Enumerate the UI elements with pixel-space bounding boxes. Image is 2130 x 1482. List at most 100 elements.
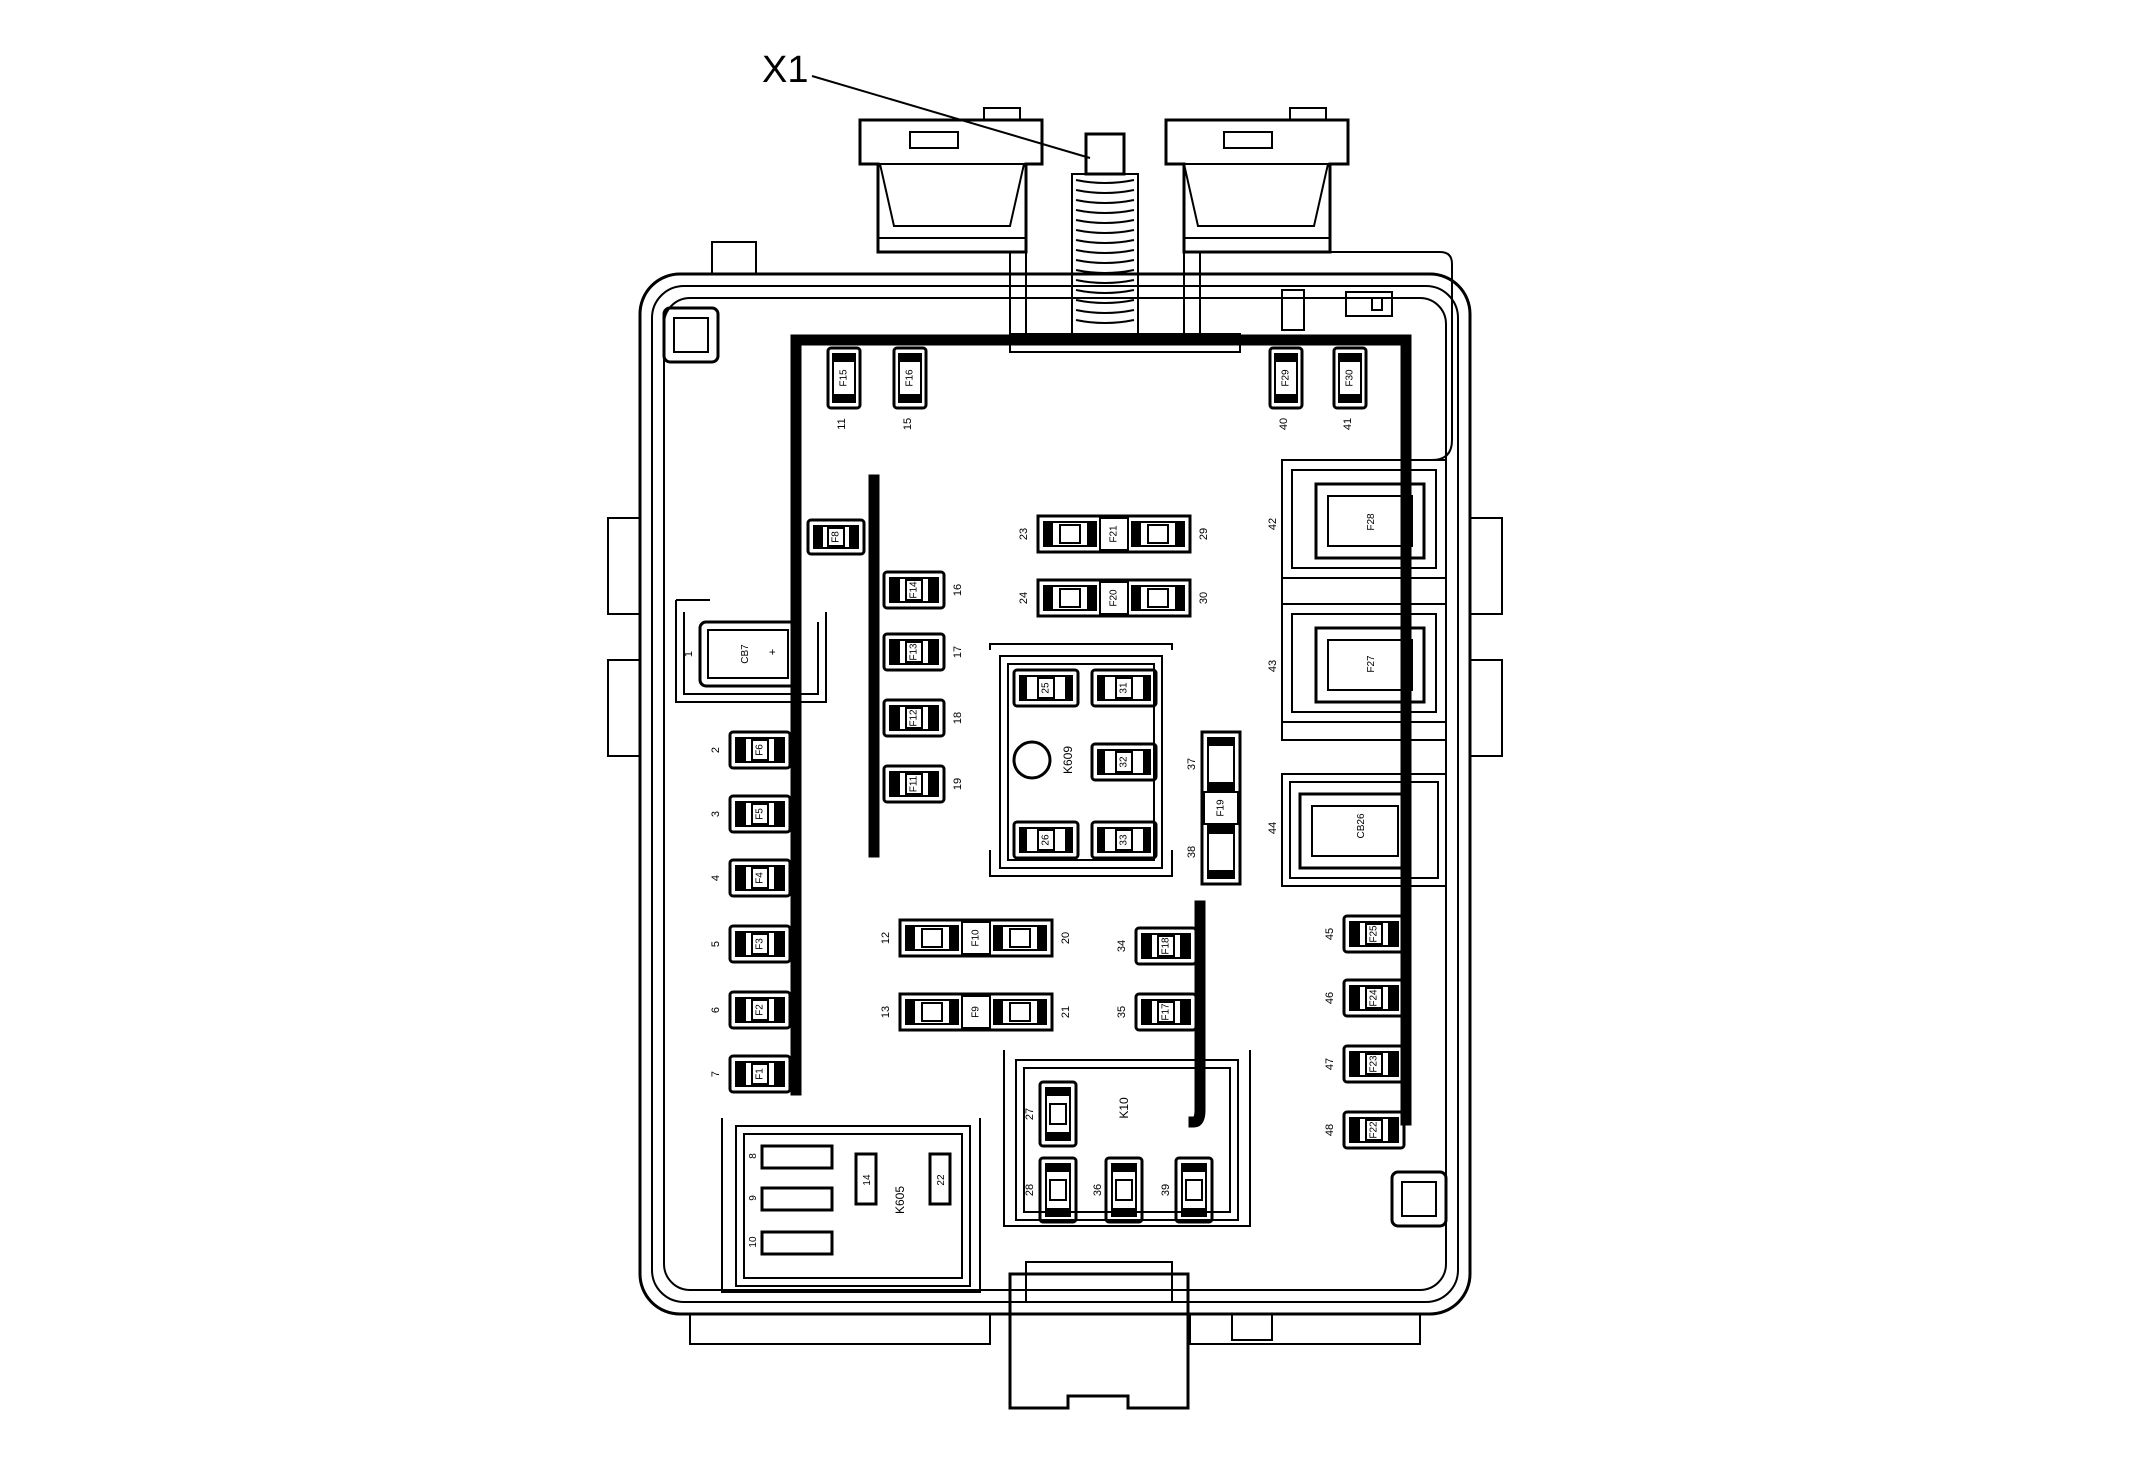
f21-pin-left: 23 — [1018, 528, 1030, 540]
f27-label: F27 — [1366, 655, 1377, 673]
k609-pin-26 — [1012, 820, 1080, 860]
f10-label: F10 — [971, 929, 982, 947]
fuse-f9 — [898, 992, 1054, 1032]
k609-pin-25 — [1012, 668, 1080, 708]
f6-pin: 2 — [710, 747, 722, 753]
fuse-f16 — [892, 346, 928, 410]
f18-pin: 34 — [1116, 940, 1128, 952]
fuse-f20 — [1036, 578, 1192, 618]
f12-label: F12 — [909, 709, 920, 727]
f1-label: F1 — [755, 1068, 766, 1080]
f5-pin: 3 — [710, 811, 722, 817]
f25-label: F25 — [1369, 925, 1380, 943]
f23-pin: 47 — [1324, 1058, 1336, 1070]
k605-pin-14: 14 — [862, 1174, 873, 1186]
f16-label: F16 — [905, 369, 916, 387]
f20-label: F20 — [1109, 589, 1120, 607]
f11-label: F11 — [909, 775, 920, 792]
f14-pin: 16 — [952, 584, 964, 596]
breaker-cb7: CB7 + 1 — [675, 599, 827, 703]
top-connector-right — [1164, 107, 1453, 461]
relay-k605: K605 8 9 10 14 22 — [721, 1118, 981, 1293]
fuse-f21 — [1036, 514, 1192, 554]
fuse-f23 — [1342, 1044, 1406, 1084]
f29-pin: 40 — [1278, 418, 1290, 430]
cb7-pin: 1 — [683, 651, 695, 657]
fuse-f14 — [882, 570, 946, 610]
k609-pin-25-label: 25 — [1041, 682, 1052, 694]
f15-label: F15 — [839, 369, 850, 387]
f10-pin-right: 20 — [1060, 932, 1072, 944]
f13-label: F13 — [909, 643, 920, 661]
f30-pin: 41 — [1342, 418, 1354, 430]
f9-pin-right: 21 — [1060, 1006, 1072, 1018]
relay-k609: K609 — [989, 643, 1173, 877]
fuse-f15 — [826, 346, 862, 410]
fuse-f18 — [1134, 926, 1198, 966]
fuse-f28: F28 42 — [1267, 459, 1447, 579]
f28-pin: 42 — [1267, 518, 1279, 530]
harness-x1 — [1071, 132, 1139, 335]
fuse-f1 — [728, 1054, 792, 1094]
k10-label: K10 — [1117, 1097, 1131, 1119]
k605-pin-22: 22 — [936, 1174, 947, 1186]
fuse-f27: F27 43 — [1267, 603, 1447, 723]
f3-pin: 5 — [710, 941, 722, 947]
breaker-cb26: CB26 44 — [1267, 773, 1447, 887]
f13-pin: 17 — [952, 646, 964, 658]
k10-pin-27 — [1038, 1080, 1078, 1148]
f3-label: F3 — [755, 938, 766, 950]
f25-pin: 45 — [1324, 928, 1336, 940]
cb7-label: CB7 — [740, 644, 751, 664]
f21-pin-right: 29 — [1198, 528, 1210, 540]
f19-pin-top: 37 — [1186, 758, 1198, 770]
f30-label: F30 — [1345, 369, 1356, 387]
fuse-f6 — [728, 730, 792, 770]
f24-pin: 46 — [1324, 992, 1336, 1004]
f15-pin: 11 — [836, 418, 848, 429]
fuse-f19 — [1200, 730, 1242, 886]
k609-label: K609 — [1061, 746, 1075, 774]
k10-pin-36 — [1104, 1156, 1144, 1224]
f5-label: F5 — [755, 808, 766, 820]
callout-x1-label: X1 — [762, 49, 808, 91]
fuse-f10 — [898, 918, 1054, 958]
f23-label: F23 — [1369, 1055, 1380, 1073]
k605-pin-9: 9 — [748, 1195, 759, 1201]
f22-label: F22 — [1369, 1121, 1380, 1139]
f20-pin-right: 30 — [1198, 592, 1210, 604]
f22-pin: 48 — [1324, 1124, 1336, 1136]
f14-label: F14 — [909, 581, 920, 599]
fuse-f5 — [728, 794, 792, 834]
cb26-pin: 44 — [1267, 822, 1279, 834]
k609-pin-31-label: 31 — [1119, 682, 1130, 694]
f17-label: F17 — [1161, 1003, 1172, 1021]
busbar-center-right — [1188, 900, 1206, 1128]
f17-pin: 35 — [1116, 1006, 1128, 1018]
f21-label: F21 — [1109, 525, 1120, 543]
k10-pin-28 — [1038, 1156, 1078, 1224]
f19-label: F19 — [1216, 799, 1227, 817]
cb26-label: CB26 — [1356, 813, 1367, 838]
f11-pin: 19 — [952, 778, 964, 790]
k609-pin-33 — [1090, 820, 1158, 860]
f28-label: F28 — [1366, 513, 1377, 531]
k10-pin-28-label: 28 — [1024, 1184, 1036, 1196]
k605-pin-10: 10 — [748, 1236, 759, 1248]
k605-pin-8: 8 — [748, 1153, 759, 1159]
k10-pin-27-label: 27 — [1024, 1108, 1036, 1120]
f4-pin: 4 — [710, 875, 722, 881]
f16-pin: 15 — [902, 418, 914, 430]
f24-label: F24 — [1369, 989, 1380, 1007]
k10-pin-36-label: 36 — [1092, 1184, 1104, 1196]
f6-label: F6 — [755, 744, 766, 756]
fuse-f30 — [1332, 346, 1368, 410]
k10-pin-39 — [1174, 1156, 1214, 1224]
f1-pin: 7 — [710, 1071, 722, 1077]
k605-label: K605 — [893, 1186, 907, 1214]
fuse-f3 — [728, 924, 792, 964]
fuse-f4 — [728, 858, 792, 898]
f29-label: F29 — [1281, 369, 1292, 387]
k609-pin-33-label: 33 — [1119, 834, 1130, 846]
